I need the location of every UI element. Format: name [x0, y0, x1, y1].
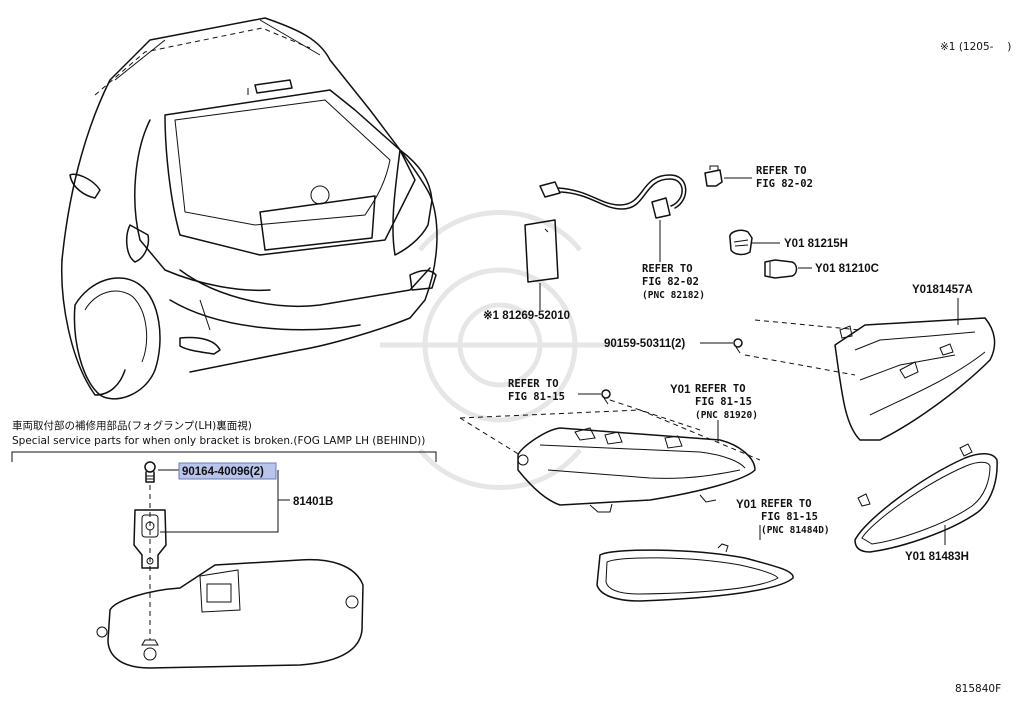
bezel-prefix[interactable]: Y01: [736, 499, 757, 511]
bracket-part-number[interactable]: 81401B: [293, 496, 333, 508]
fog-lamp-bezel-part: [596, 525, 794, 602]
bolt-part-highlight[interactable]: [178, 462, 277, 480]
screw-icon: [700, 338, 743, 354]
lamp-refer-line2[interactable]: FIG 81-15: [695, 396, 752, 408]
inset-title-english: Special service parts for when only brac…: [12, 435, 425, 447]
wire-harness-part: [539, 174, 687, 262]
bolt-part-number[interactable]: 90164-40096(2): [182, 466, 264, 478]
fog-lamp-main-part: [517, 420, 756, 513]
bezel-refer-line3[interactable]: (PNC 81484D): [761, 525, 830, 536]
connector-part: [704, 165, 752, 187]
wire-refer-line3[interactable]: (PNC 82182): [642, 290, 705, 301]
screw-part-number[interactable]: 90159-50311(2): [604, 338, 685, 350]
wire-refer-line1[interactable]: REFER TO: [642, 263, 693, 275]
screw-refer-line1[interactable]: REFER TO: [508, 378, 559, 390]
wire-refer-line2[interactable]: FIG 82-02: [642, 276, 699, 288]
control-module-part: [524, 219, 559, 310]
watermark-emblem: [380, 210, 620, 490]
fog-lamp-housing-part: [834, 298, 996, 441]
cover-part-number[interactable]: Y01 81483H: [905, 551, 969, 563]
bulb-socket-part-number[interactable]: Y01 81215H: [784, 238, 848, 250]
small-screw-icon: [578, 389, 611, 405]
bulb-part: [764, 259, 812, 279]
inset-bracket-panel: [11, 451, 437, 669]
fog-lamp-back-view: [96, 558, 364, 669]
connector-refer-line1[interactable]: REFER TO: [756, 165, 807, 177]
inset-title-japanese: 車両取付部の補修用部品(フォグランプ(LH)裏面視): [12, 419, 252, 432]
bezel-refer-line1[interactable]: REFER TO: [761, 498, 812, 510]
fog-lamp-cover-part: [854, 443, 998, 553]
lamp-refer-line1[interactable]: REFER TO: [695, 383, 746, 395]
bezel-refer-line2[interactable]: FIG 81-15: [761, 511, 818, 523]
figure-code: 815840F: [955, 683, 1001, 695]
bulb-part-number[interactable]: Y01 81210C: [815, 263, 879, 275]
bulb-socket-part: [729, 229, 780, 256]
connector-refer-line2[interactable]: FIG 82-02: [756, 178, 813, 190]
lamp-refer-line3[interactable]: (PNC 81920): [695, 410, 758, 421]
housing-part-number[interactable]: Y0181457A: [912, 284, 973, 296]
alignment-lines: [459, 319, 861, 461]
lamp-prefix[interactable]: Y01: [670, 384, 691, 396]
screw-refer-line2[interactable]: FIG 81-15: [508, 391, 565, 403]
module-part-number[interactable]: ※1 81269-52010: [483, 309, 570, 322]
bolt-icon: [144, 461, 156, 483]
car-rear-illustration: [61, 17, 438, 400]
bracket-part: [133, 509, 167, 569]
applicability-note: ※1 (1205- ): [940, 41, 1011, 53]
